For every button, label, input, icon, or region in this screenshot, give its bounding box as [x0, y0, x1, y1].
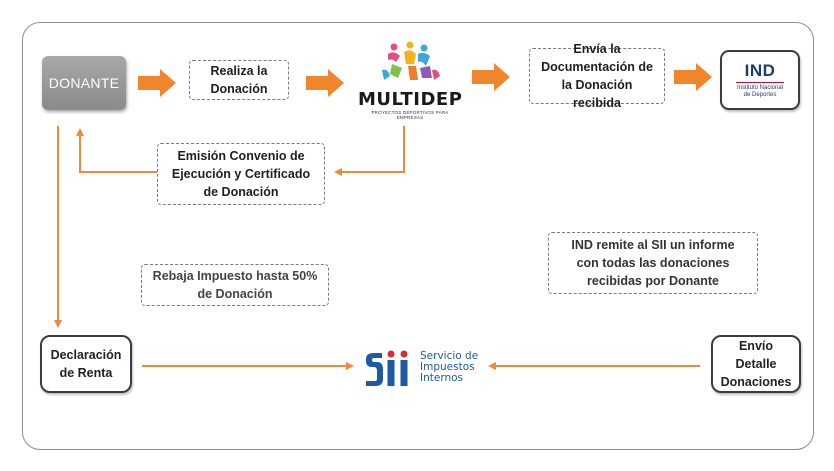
ind-remite-box: IND remite al SII un informe con todas l… [548, 232, 758, 294]
envia-documentacion-label: Envía la Documentación de la Donación re… [541, 42, 653, 110]
ind-logo-title: IND [744, 60, 776, 80]
envio-detalle-box: Envío Detalle Donaciones [711, 335, 801, 393]
big-arrow-4 [674, 63, 712, 91]
line-emision-to-donante [76, 128, 158, 173]
declaracion-renta-label: Declaración de Renta [50, 348, 122, 380]
multidep-logo: MULTIDEP PROYECTOS DEPORTIVOS PARA EMPRE… [358, 40, 463, 120]
declaracion-renta-box: Declaración de Renta [40, 335, 132, 393]
rebaja-impuesto-label: Rebaja Impuesto hasta 50% de Donación [152, 269, 318, 301]
envio-detalle-label: Envío Detalle Donaciones [720, 339, 792, 389]
donante-box: DONANTE [42, 56, 126, 110]
ind-logo-rule [736, 81, 784, 84]
multidep-name: MULTIDEP [358, 89, 463, 110]
envia-documentacion-box: Envía la Documentación de la Donación re… [529, 42, 665, 110]
emision-convenio-label: Emisión Convenio de Ejecución y Certific… [171, 149, 311, 199]
sii-mark-icon [366, 350, 408, 386]
ind-remite-label: IND remite al SII un informe con todas l… [571, 238, 735, 288]
realiza-donacion-label: Realiza la Donación [210, 64, 268, 96]
sii-text-line2: Impuestos [420, 360, 475, 373]
sii-text-block: Servicio de Impuestos Internos [420, 349, 479, 384]
multidep-figures-icon [382, 41, 440, 80]
line-multidep-to-emision [334, 126, 405, 176]
big-arrow-3 [472, 63, 510, 91]
multidep-subtitle: PROYECTOS DEPORTIVOS PARA EMPRESAS [371, 110, 449, 120]
realiza-donacion-box: Realiza la Donación [189, 60, 289, 100]
donante-label: DONANTE [48, 75, 120, 91]
big-arrow-1 [138, 69, 176, 97]
sii-text-line3: Internos [420, 371, 464, 384]
ind-logo-subtitle: Instituto Nacional de Deportes [736, 85, 784, 99]
emision-convenio-box: Emisión Convenio de Ejecución y Certific… [157, 143, 325, 205]
rebaja-impuesto-box: Rebaja Impuesto hasta 50% de Donación [141, 264, 329, 306]
big-arrow-2 [306, 69, 344, 97]
ind-box: IND Instituto Nacional de Deportes [720, 50, 800, 110]
sii-logo: Servicio de Impuestos Internos [362, 344, 484, 390]
sii-text-line1: Servicio de [420, 349, 479, 362]
